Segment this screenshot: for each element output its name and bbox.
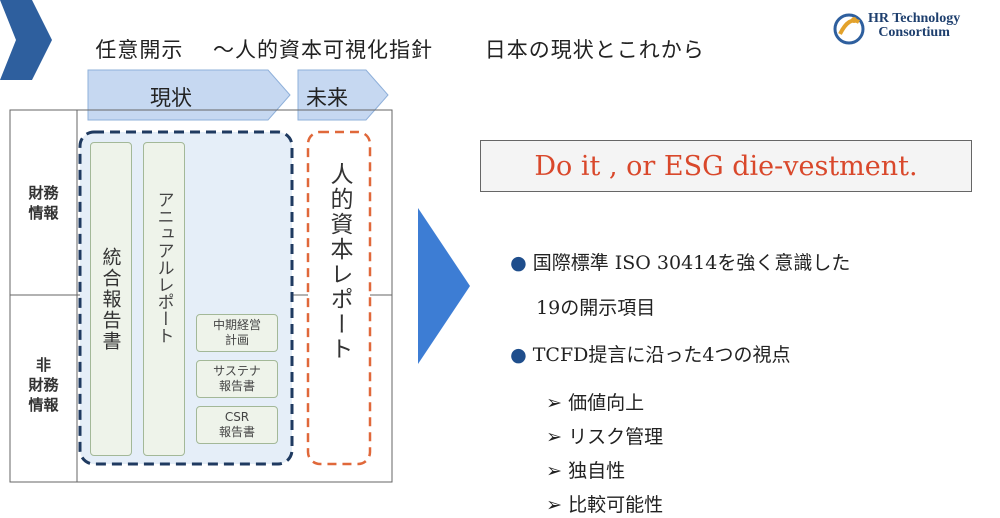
human-capital-report-wrap: 人的資本レポート (308, 162, 370, 442)
bullet-continuation: 19の開示項目 (536, 297, 656, 319)
row-label-nonfinancial: 非 財務 情報 (28, 356, 59, 414)
subpoint-item: ➢ 独自性 (546, 460, 626, 482)
bullet-dot-icon: ● (510, 344, 527, 366)
midterm-plan-box: 中期経営 計画 (196, 314, 278, 352)
disclosure-diagram (9, 69, 393, 483)
subpoint-item: ➢ 価値向上 (546, 392, 645, 414)
chevron-right-icon: ➢ (546, 426, 563, 448)
chevron-right-icon: ➢ (546, 494, 563, 516)
title-mid: 〜人的資本可視化指針 (213, 38, 434, 62)
header-chevron-icon (0, 0, 52, 80)
annual-report-label: アニュアルレポート (153, 191, 174, 344)
subpoint-item: ➢ 比較可能性 (546, 494, 664, 516)
title-left: 任意開示 (95, 38, 184, 62)
title-right: 日本の現状とこれから (484, 38, 705, 62)
future-label: 未来 (306, 86, 348, 110)
chevron-right-icon: ➢ (546, 392, 563, 414)
current-arrow (87, 69, 291, 121)
logo-icon (833, 13, 865, 45)
human-capital-report-label: 人的資本レポート (326, 162, 352, 362)
integrated-report-box: 統合報告書 (90, 142, 132, 456)
bullet-dot-icon: ● (510, 252, 527, 274)
future-arrow (297, 69, 389, 121)
current-label: 現状 (150, 86, 192, 110)
transition-arrow-icon (418, 208, 470, 364)
headline-text: Do it , or ESG die-vestment. (534, 150, 918, 182)
row-label-financial: 財務 情報 (28, 184, 59, 222)
headline-box: Do it , or ESG die-vestment. (480, 140, 972, 192)
logo-text: HR Technology Consortium (868, 11, 961, 40)
annual-report-box: アニュアルレポート (143, 142, 185, 456)
subpoint-item: ➢ リスク管理 (546, 426, 664, 448)
bullet-item: ● 国際標準 ISO 30414を強く意識した (510, 252, 851, 274)
sustainability-report-box: サステナ 報告書 (196, 360, 278, 398)
integrated-report-label: 統合報告書 (99, 246, 122, 352)
bullet-item: ● TCFD提言に沿った4つの視点 (510, 344, 791, 366)
future-report-area (306, 130, 372, 466)
page-title: 任意開示 〜人的資本可視化指針 日本の現状とこれから (80, 10, 705, 64)
csr-report-box: CSR 報告書 (196, 406, 278, 444)
chevron-right-icon: ➢ (546, 460, 563, 482)
